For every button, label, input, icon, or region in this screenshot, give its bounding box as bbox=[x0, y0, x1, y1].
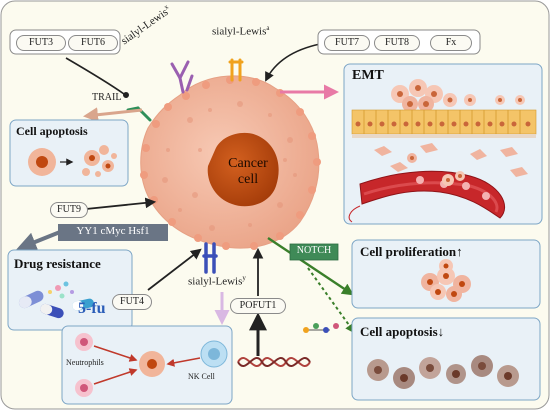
cancer-cell-label: Cancer cell bbox=[228, 156, 268, 187]
epithelial-layer bbox=[351, 109, 537, 138]
notch-arrow bbox=[267, 237, 354, 296]
ligand-molecule-icon bbox=[303, 323, 339, 333]
fut7-pill: FUT7 bbox=[324, 35, 370, 51]
drug-resistance-title: Drug resistance bbox=[14, 256, 101, 271]
apoptotic-cell-after bbox=[82, 145, 117, 177]
migrating-cells bbox=[374, 143, 528, 177]
sialyl-lewis-y-receptor bbox=[202, 242, 218, 274]
drug-name-label: 5-fu bbox=[78, 300, 106, 317]
pills-icon bbox=[18, 281, 94, 319]
sialyl-lewis-a-receptor bbox=[228, 58, 244, 82]
fut8-pill: FUT8 bbox=[374, 35, 420, 51]
transcription-factors-label: YY1 cMyc Hsf1 bbox=[76, 225, 150, 237]
sialyl-lewis-y-label: sialyl-Lewisy bbox=[188, 274, 246, 288]
fx-pill: Fx bbox=[430, 35, 472, 51]
nucleus bbox=[207, 132, 279, 207]
notch-dotted-arrow bbox=[307, 267, 356, 334]
apoptotic-cell-before bbox=[28, 148, 56, 176]
decrease-arrow: ↓ bbox=[437, 324, 445, 339]
fut4-arrow bbox=[147, 248, 202, 291]
tf-box bbox=[58, 224, 168, 241]
pofut1-pill: POFUT1 bbox=[230, 298, 286, 314]
notch-box bbox=[289, 243, 339, 261]
cytoplasm-speckles bbox=[162, 101, 297, 231]
dna-helix-icon bbox=[237, 357, 311, 367]
proliferation-title: Cell proliferation↑ bbox=[360, 244, 463, 259]
proliferating-cells bbox=[421, 259, 471, 302]
fut9-pill: FUT9 bbox=[50, 202, 88, 218]
trail-label: TRAIL bbox=[92, 92, 122, 103]
apoptosis-left-title: Cell apoptosis bbox=[16, 124, 88, 138]
sialyl-lewis-a-label: sialyl-Lewisa bbox=[212, 24, 270, 38]
neutrophils-label: Neutrophils bbox=[66, 358, 104, 367]
emt-title: EMT bbox=[352, 68, 384, 83]
emt-cell-cluster bbox=[391, 79, 525, 112]
intravasating-cells bbox=[442, 171, 465, 186]
neutrophil-cells bbox=[75, 333, 93, 397]
increase-arrow: ↑ bbox=[456, 244, 463, 259]
nk-cell-label: NK Cell bbox=[188, 372, 215, 381]
fut3-pill: FUT3 bbox=[16, 35, 66, 51]
dying-cells bbox=[367, 355, 519, 389]
fut7-fut8-fx-arrow bbox=[265, 43, 321, 82]
fut9-arrow bbox=[85, 197, 157, 210]
fut3-fut6-arrow bbox=[65, 57, 125, 95]
apoptosis-right-title: Cell apoptosis↓ bbox=[360, 324, 445, 339]
fut4-pill: FUT4 bbox=[112, 294, 152, 310]
notch-label: NOTCH bbox=[296, 245, 332, 256]
nk-cell bbox=[200, 340, 228, 368]
sialyl-lewis-x-receptor bbox=[170, 60, 194, 94]
fut6-pill: FUT6 bbox=[68, 35, 118, 51]
target-cancer-cell bbox=[139, 351, 165, 377]
trail-arrow bbox=[83, 107, 143, 123]
